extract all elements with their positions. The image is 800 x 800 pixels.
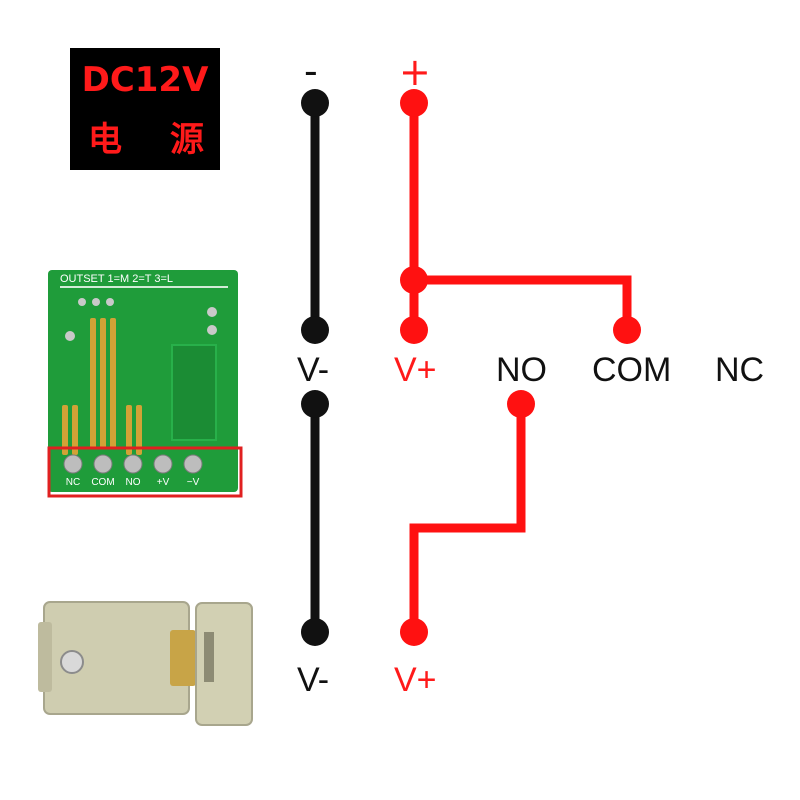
positive-wires: [400, 89, 641, 646]
lock-side-flange: [38, 622, 52, 692]
board-gold-traces: [62, 318, 142, 455]
lock-key-cylinder: [60, 650, 84, 674]
power-word-1: 电: [88, 120, 122, 160]
lock-strike-slot: [204, 632, 214, 682]
lock-brass-bolt: [170, 630, 196, 686]
board-terminal-nc: NC: [66, 477, 80, 488]
terminal-dot-lock-vminus: [301, 618, 329, 646]
power-word-2: 源: [170, 120, 204, 160]
terminal-dot-no-wire: [507, 390, 535, 418]
terminal-dot-power-minus: [301, 89, 329, 117]
label-receiver-vminus: V-: [297, 351, 330, 389]
board-terminal-vplus: +V: [157, 477, 170, 488]
board-terminal-com: COM: [91, 477, 114, 488]
negative-wires: [301, 89, 329, 646]
power-minus-symbol: -: [304, 49, 318, 93]
terminal-dot-receiver-vminus: [301, 316, 329, 344]
power-supply-label: DC12V 电 源: [70, 48, 220, 170]
terminal-dot-power-plus: [400, 89, 428, 117]
electric-lock: [38, 601, 253, 726]
terminal-dot-lock-wire-minus-top: [301, 390, 329, 418]
label-receiver-com: COM: [592, 351, 672, 389]
terminal-dot-receiver-vplus: [400, 316, 428, 344]
board-screw-terminals: [63, 454, 203, 474]
label-receiver-vplus: V+: [394, 351, 437, 389]
label-receiver-nc: NC: [715, 351, 765, 389]
board-terminal-no: NO: [126, 477, 141, 488]
terminal-dot-receiver-com: [613, 316, 641, 344]
com-jumper-wire: [414, 275, 632, 330]
power-plus-symbol: +: [399, 50, 431, 94]
no-to-lock-wire: [409, 404, 526, 632]
label-lock-vplus: V+: [394, 661, 437, 699]
terminal-dot-lock-vplus: [400, 618, 428, 646]
board-header: OUTSET 1=M 2=T 3=L: [60, 273, 173, 285]
board-pins: [65, 298, 217, 341]
terminal-highlight-box: [47, 446, 243, 498]
board-header-line: [60, 286, 228, 288]
board-terminal-vminus: −V: [187, 477, 200, 488]
board-component-area: [171, 344, 217, 441]
label-lock-vminus: V-: [297, 661, 330, 699]
power-voltage: DC12V: [81, 60, 209, 100]
junction-dot: [400, 266, 428, 294]
relay-board: OUTSET 1=M 2=T 3=L NC COM: [47, 270, 243, 498]
label-receiver-no: NO: [496, 351, 547, 389]
